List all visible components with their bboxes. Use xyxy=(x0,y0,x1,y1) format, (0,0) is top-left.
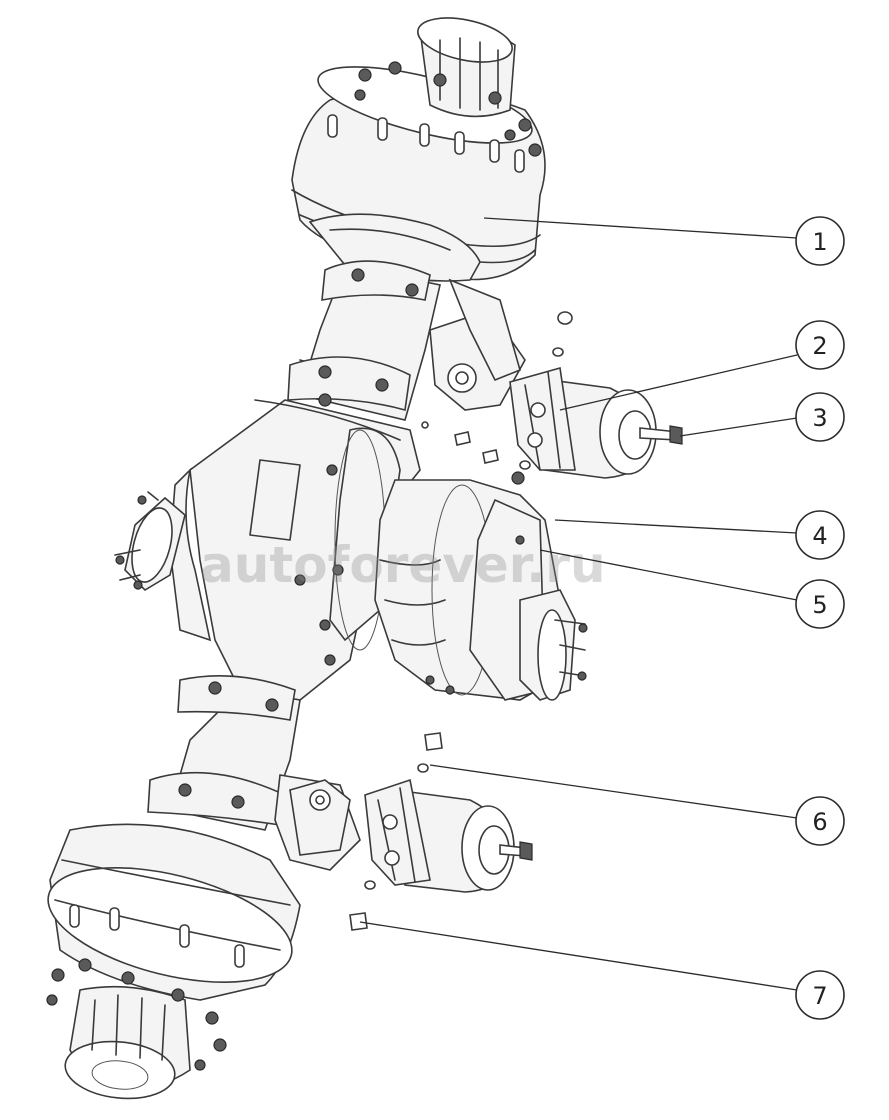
leader-lines xyxy=(359,217,798,991)
watermark-text: autoforever.ru xyxy=(200,536,606,594)
callout-5: 5 xyxy=(795,579,845,629)
callout-6-label: 6 xyxy=(812,808,827,836)
callout-3: 3 xyxy=(795,392,845,442)
bottom-wheel-hub xyxy=(46,823,301,1100)
lower-brake-chamber xyxy=(349,732,533,931)
callout-3-label: 3 xyxy=(812,404,827,432)
upper-brake-bracket xyxy=(429,278,526,411)
callout-2-label: 2 xyxy=(812,332,827,360)
lower-axle-tube xyxy=(147,674,301,831)
callout-1-label: 1 xyxy=(812,228,827,256)
upper-axle-tube xyxy=(287,260,441,421)
callout-2: 2 xyxy=(795,320,845,370)
callout-4: 4 xyxy=(795,510,845,560)
pinion-carrier xyxy=(374,471,588,701)
callout-7-label: 7 xyxy=(812,982,827,1010)
lower-brake-bracket xyxy=(274,774,361,871)
left-input-flange xyxy=(114,491,186,592)
differential-housing xyxy=(169,393,421,701)
top-wheel-hub xyxy=(291,17,546,282)
callout-6: 6 xyxy=(795,796,845,846)
callout-7: 7 xyxy=(795,970,845,1020)
callout-1: 1 xyxy=(795,216,845,266)
upper-brake-chamber xyxy=(421,311,683,479)
callout-5-label: 5 xyxy=(812,591,827,619)
callout-4-label: 4 xyxy=(812,522,827,550)
